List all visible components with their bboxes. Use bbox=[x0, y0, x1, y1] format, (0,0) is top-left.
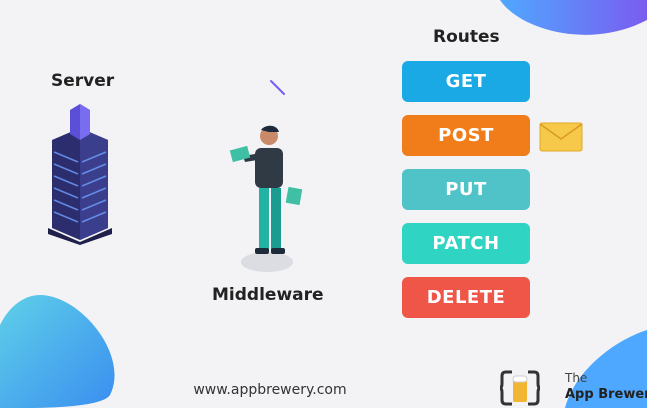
brand-line2: App Brewery bbox=[565, 387, 647, 402]
footer-url: www.appbrewery.com bbox=[193, 382, 347, 398]
server-label: Server bbox=[51, 71, 115, 91]
decor-blob-top-right bbox=[500, 0, 647, 35]
route-get-button[interactable]: GET bbox=[402, 61, 530, 102]
route-delete-button[interactable]: DELETE bbox=[402, 277, 530, 318]
routes-title: Routes bbox=[433, 27, 500, 47]
decor-dash bbox=[270, 80, 285, 95]
person-icon bbox=[229, 125, 303, 272]
envelope-icon bbox=[539, 122, 583, 152]
brand-line1: The bbox=[565, 371, 588, 385]
route-patch-button[interactable]: PATCH bbox=[402, 223, 530, 264]
app-brewery-logo-icon bbox=[500, 370, 540, 406]
route-put-button[interactable]: PUT bbox=[402, 169, 530, 210]
route-post-button[interactable]: POST bbox=[402, 115, 530, 156]
server-icon bbox=[48, 104, 112, 245]
decor-blob-bottom-left bbox=[0, 295, 115, 408]
middleware-label: Middleware bbox=[212, 285, 324, 305]
decor-blob-bottom-right bbox=[565, 330, 647, 408]
